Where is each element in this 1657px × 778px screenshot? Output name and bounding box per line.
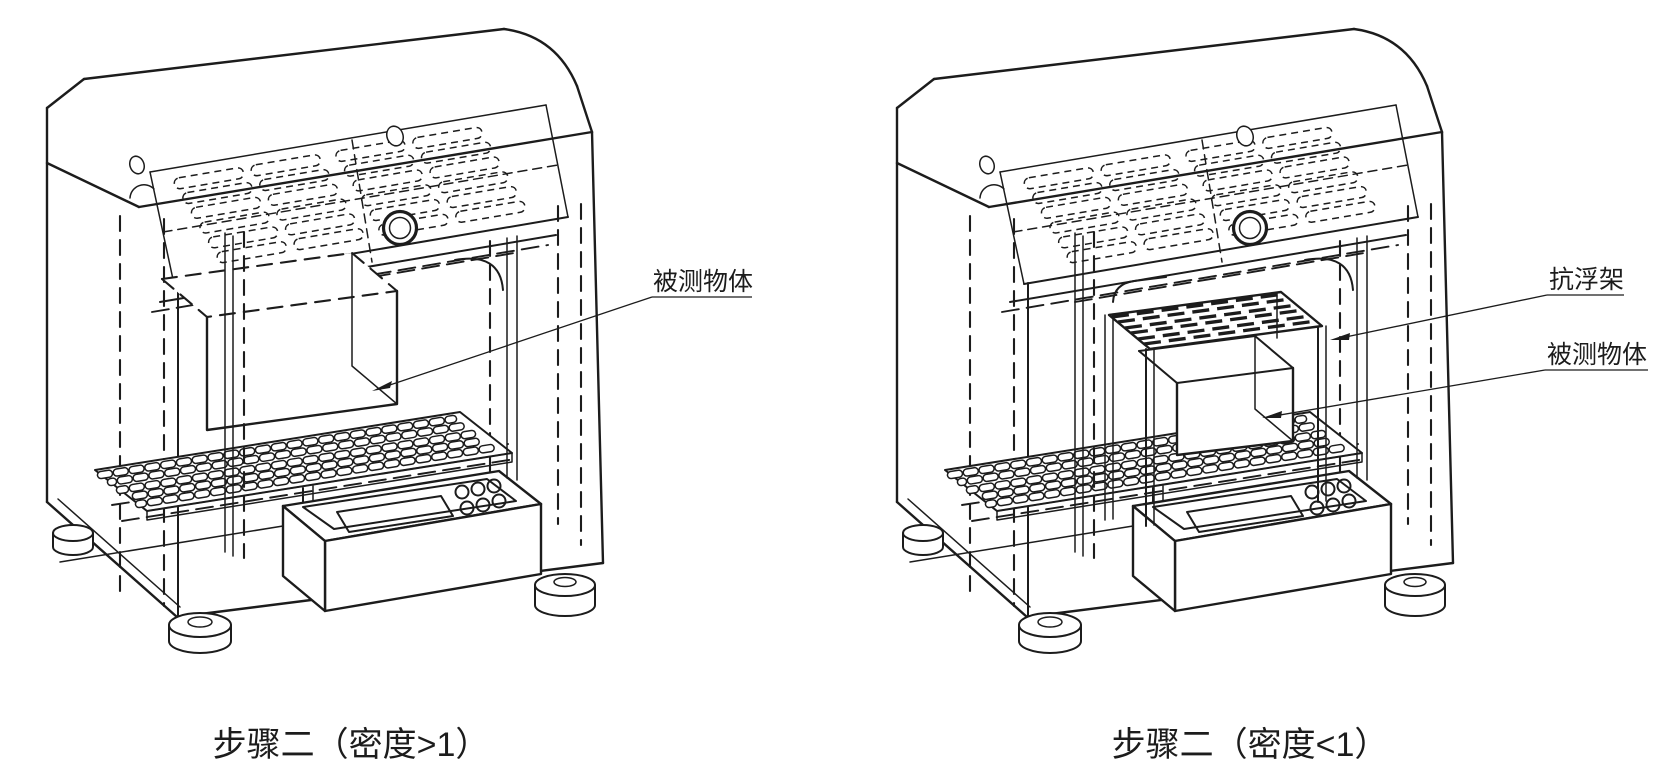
caption-left: 步骤二（密度>1） xyxy=(213,726,490,764)
figure-left-density-gt-1: 被测物体 步骤二（密度>1） xyxy=(47,29,753,764)
callout-measured-object-left: 被测物体 xyxy=(372,268,753,391)
label-measured-object-right: 被测物体 xyxy=(1547,341,1647,369)
callout-measured-object-right: 被测物体 xyxy=(1262,341,1648,418)
label-anti-float-frame: 抗浮架 xyxy=(1549,266,1624,294)
frame-grill-bars xyxy=(1111,292,1317,346)
label-measured-object-left: 被测物体 xyxy=(653,268,753,296)
arrowhead-icon xyxy=(372,381,392,391)
figure-right-density-lt-1: 抗浮架 被测物体 步骤二（密度<1） xyxy=(897,29,1648,764)
caption-right: 步骤二（密度<1） xyxy=(1112,726,1389,764)
leader-line xyxy=(1267,369,1546,418)
arrowhead-icon xyxy=(1330,333,1350,340)
leader-line xyxy=(1335,294,1548,340)
callout-anti-float-frame: 抗浮架 xyxy=(1330,266,1624,340)
measured-object-right xyxy=(1138,335,1295,457)
leader-line xyxy=(377,296,653,390)
measured-object-left xyxy=(160,251,399,432)
frame-top-rim xyxy=(1107,290,1324,351)
anti-float-frame xyxy=(1104,290,1327,527)
arrowhead-icon xyxy=(1262,411,1282,418)
